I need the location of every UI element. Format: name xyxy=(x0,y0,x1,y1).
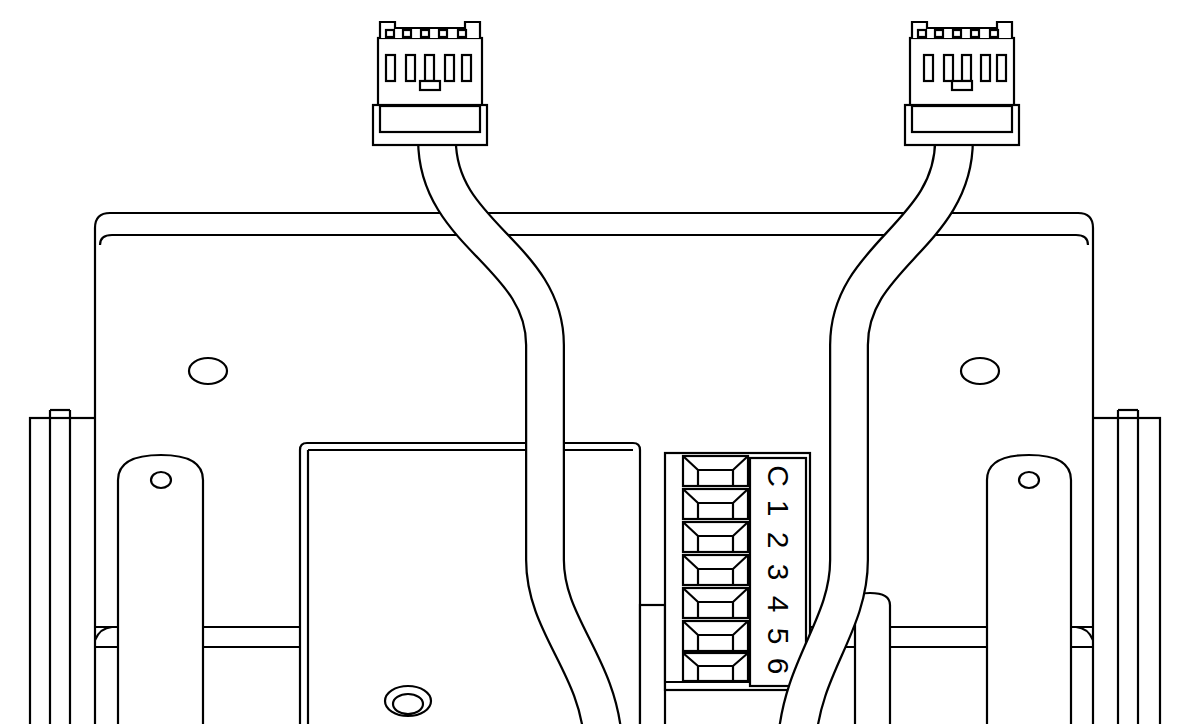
pin-name: 4 xyxy=(762,589,794,619)
pin-name: 3 xyxy=(762,557,794,587)
pin-name: 6 xyxy=(762,651,794,681)
terminal-block xyxy=(665,453,810,690)
cable xyxy=(437,140,954,724)
cable-connector xyxy=(373,22,1019,145)
pin-name: 5 xyxy=(762,621,794,651)
pin-name: C xyxy=(762,461,794,491)
pin-name: 2 xyxy=(762,525,794,555)
terminal-cell xyxy=(683,456,748,681)
pin-name: 1 xyxy=(762,493,794,523)
